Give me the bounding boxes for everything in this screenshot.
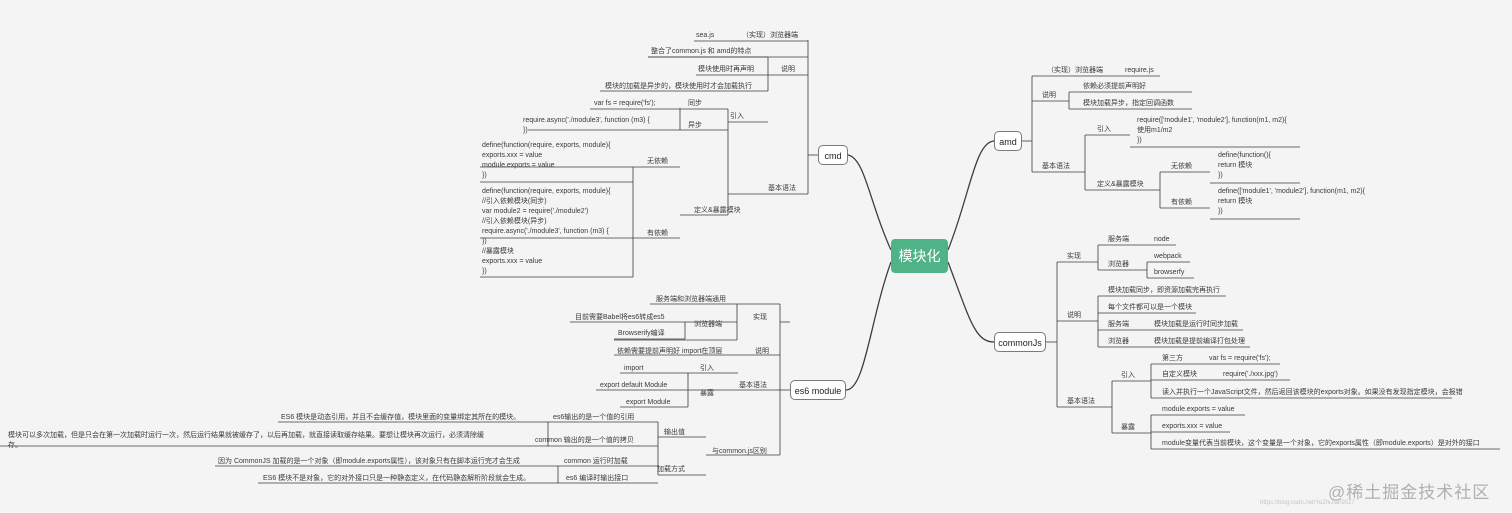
- cjs-custom[interactable]: 自定义模块: [1162, 371, 1197, 378]
- amd-declare[interactable]: 依赖必须提前声明好: [1083, 83, 1146, 90]
- connector: [845, 261, 892, 391]
- cjs-third-code[interactable]: var fs = require('fs');: [1209, 355, 1271, 362]
- es6-node[interactable]: es6 module: [790, 380, 846, 400]
- es6-jiben[interactable]: 基本语法: [739, 382, 767, 389]
- cjs-browser2[interactable]: 浏览器: [1108, 338, 1129, 345]
- common-copy[interactable]: common 输出的是一个值的拷贝: [535, 437, 634, 444]
- cjs-browser[interactable]: 浏览器: [1108, 261, 1129, 268]
- es6-import[interactable]: import: [624, 365, 644, 372]
- amd-you-code[interactable]: define(['module1', 'module2'], function(…: [1218, 188, 1365, 215]
- connector: [947, 261, 995, 343]
- commonjs-node[interactable]: commonJs: [994, 332, 1046, 352]
- cjs-exec[interactable]: 读入并执行一个JavaScript文件，然后返回该模块的exports对象。如果…: [1162, 389, 1463, 396]
- watermark: @稀土掘金技术社区: [1328, 483, 1491, 502]
- amd-wu[interactable]: 无依赖: [1171, 163, 1192, 170]
- cmd-yinru[interactable]: 引入: [730, 113, 744, 120]
- amd-async[interactable]: 模块加载异步，指定回调函数: [1083, 100, 1174, 107]
- es6-yinru[interactable]: 引入: [700, 365, 714, 372]
- cjs-jiben[interactable]: 基本语法: [1067, 398, 1095, 405]
- cmd-seajs[interactable]: sea.js: [696, 32, 715, 39]
- cjs-server2[interactable]: 服务端: [1108, 321, 1129, 328]
- cmd-you-code[interactable]: define(function(require, exports, module…: [482, 188, 611, 275]
- watermark-url: https://blog.csdn.net/YeZhiJian9527: [1260, 500, 1355, 506]
- cjs-shuoming[interactable]: 说明: [1067, 312, 1081, 319]
- amd-shuoming[interactable]: 说明: [1042, 92, 1056, 99]
- connector: [847, 154, 892, 251]
- cmd-summary[interactable]: 整合了common.js 和 amd的特点: [651, 48, 752, 55]
- cmd-yibu-code[interactable]: require.async('./module3', function (m3)…: [523, 117, 650, 134]
- cmd-jiben[interactable]: 基本语法: [768, 185, 796, 192]
- cjs-node[interactable]: node: [1154, 236, 1170, 243]
- cmd-shuoming[interactable]: 说明: [781, 66, 795, 73]
- cjs-server2-desc[interactable]: 模块加载是运行时同步加载: [1154, 321, 1238, 328]
- es6-server-browser[interactable]: 服务端和浏览器端通用: [656, 296, 726, 303]
- cjs-third[interactable]: 第三方: [1162, 355, 1183, 362]
- cjs-file[interactable]: 每个文件都可以是一个模块: [1108, 304, 1192, 311]
- common-runtime[interactable]: common 运行时加载: [564, 458, 628, 465]
- es6-diff[interactable]: 与common.js区别: [712, 448, 767, 455]
- cmd-use-declare[interactable]: 模块使用时再声明: [698, 66, 754, 73]
- cjs-server[interactable]: 服务端: [1108, 236, 1129, 243]
- es6-shuoming[interactable]: 说明: [755, 348, 769, 355]
- cjs-exp2[interactable]: exports.xxx = value: [1162, 423, 1223, 430]
- cjs-exp1[interactable]: module.exports = value: [1162, 406, 1235, 413]
- amd-yinru-code[interactable]: require(['module1', 'module2'], function…: [1137, 117, 1287, 144]
- es6-browserify[interactable]: Browserify编译: [618, 330, 665, 337]
- cmd-seajs-desc[interactable]: （实现）浏览器端: [742, 32, 798, 39]
- cmd-async-load[interactable]: 模块的加载是异步的，模块使用时才会加载执行: [605, 83, 752, 90]
- connector: [947, 140, 995, 251]
- es6-compile[interactable]: es6 编译时输出接口: [566, 475, 629, 482]
- common-runtime-desc[interactable]: 因为 CommonJS 加载的是一个对象（即module.exports属性），…: [218, 458, 520, 465]
- cmd-tongbu[interactable]: 同步: [688, 100, 702, 107]
- cmd-tongbu-code[interactable]: var fs = require('fs');: [594, 100, 656, 107]
- common-copy-desc[interactable]: 模块可以多次加载，但是只会在第一次加载时运行一次，然后运行结果就被缓存了，以后再…: [8, 432, 484, 449]
- cjs-sync[interactable]: 模块加载同步，即资源加载完再执行: [1108, 287, 1220, 294]
- es6-compile-desc[interactable]: ES6 模块不是对象，它的对外接口只是一种静态定义，在代码静态解析阶段就会生成。: [263, 475, 531, 482]
- cmd-you[interactable]: 有依赖: [647, 230, 668, 237]
- cjs-shixian[interactable]: 实现: [1067, 253, 1081, 260]
- cjs-module-desc[interactable]: module变量代表当前模块，这个变量是一个对象，它的exports属性（即mo…: [1162, 440, 1480, 447]
- cjs-webpack[interactable]: webpack: [1154, 253, 1182, 260]
- es6-declare[interactable]: 依赖需要提前声明好 import在顶层: [617, 348, 723, 355]
- es6-browser[interactable]: 浏览器端: [694, 321, 722, 328]
- cmd-node[interactable]: cmd: [818, 145, 848, 165]
- cmd-wu[interactable]: 无依赖: [647, 158, 668, 165]
- amd-you[interactable]: 有依赖: [1171, 199, 1192, 206]
- root-node[interactable]: 模块化: [891, 239, 948, 273]
- cjs-baolu[interactable]: 暴露: [1121, 424, 1135, 431]
- es6-export[interactable]: export Module: [626, 399, 671, 406]
- cmd-yibu[interactable]: 异步: [688, 122, 702, 129]
- es6-export-default[interactable]: export default Module: [600, 382, 668, 389]
- es6-ref[interactable]: es6输出的是一个值的引用: [553, 414, 635, 421]
- cmd-dingyi[interactable]: 定义&暴露模块: [694, 207, 741, 214]
- amd-dingyi[interactable]: 定义&暴露模块: [1097, 181, 1144, 188]
- es6-babel[interactable]: 目前需要Babel将es6转成es5: [575, 314, 665, 321]
- cjs-custom-code[interactable]: require('./xxx.jpg'): [1223, 371, 1278, 378]
- es6-output[interactable]: 输出值: [664, 429, 685, 436]
- amd-impl[interactable]: （实现）浏览器端: [1047, 67, 1103, 74]
- amd-requirejs[interactable]: require.js: [1125, 67, 1154, 74]
- amd-wu-code[interactable]: define(function(){ return 模块 }): [1218, 152, 1271, 179]
- es6-shixian[interactable]: 实现: [753, 314, 767, 321]
- es6-ref-desc[interactable]: ES6 模块是动态引用，并且不会缓存值，模块里面的变量绑定其所在的模块。: [281, 414, 521, 421]
- cmd-wu-code[interactable]: define(function(require, exports, module…: [482, 142, 611, 179]
- amd-yinru[interactable]: 引入: [1097, 126, 1111, 133]
- amd-node[interactable]: amd: [994, 131, 1022, 151]
- amd-jiben[interactable]: 基本语法: [1042, 163, 1070, 170]
- cjs-browserify[interactable]: browserfy: [1154, 269, 1185, 276]
- es6-baolu[interactable]: 暴露: [700, 390, 714, 397]
- cjs-browser2-desc[interactable]: 模块加载是提前编译打包处理: [1154, 338, 1245, 345]
- es6-load[interactable]: 加载方式: [657, 466, 685, 473]
- cjs-yinru[interactable]: 引入: [1121, 372, 1135, 379]
